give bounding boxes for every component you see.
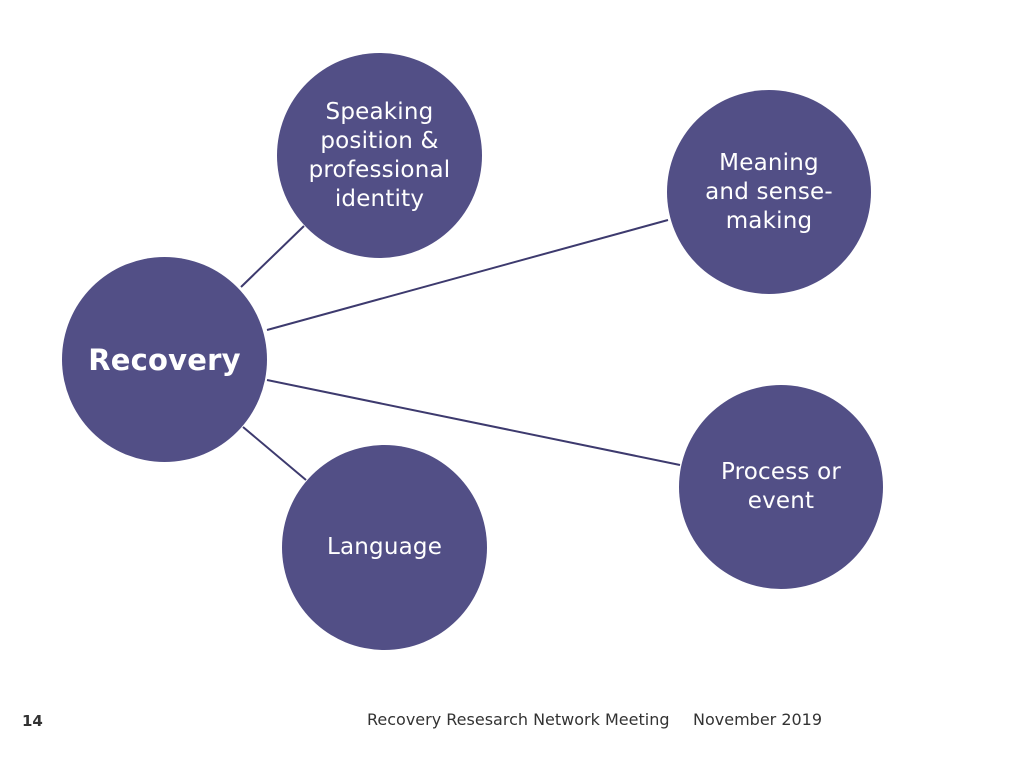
connector-meaning [266, 219, 669, 331]
node-process: Process or event [679, 385, 883, 589]
node-meaning-label: Meaning and sense-making [705, 149, 833, 234]
node-meaning: Meaning and sense-making [667, 90, 871, 294]
node-language: Language [282, 445, 487, 650]
footer-date: November 2019 [693, 710, 823, 729]
node-recovery: Recovery [62, 257, 267, 462]
node-speaking-position-label: Speaking position & professional identit… [308, 98, 451, 212]
node-process-label: Process or event [720, 459, 842, 514]
node-speaking-position: Speaking position & professional identit… [277, 53, 482, 258]
footer-meeting: Recovery Resesarch Network Meeting [367, 710, 670, 729]
connector-process [266, 379, 681, 466]
page-number: 14 [22, 712, 43, 730]
connector-language [242, 426, 307, 481]
node-language-label: Language [326, 534, 443, 560]
connector-speaking [240, 225, 305, 288]
node-recovery-label: Recovery [88, 342, 241, 377]
